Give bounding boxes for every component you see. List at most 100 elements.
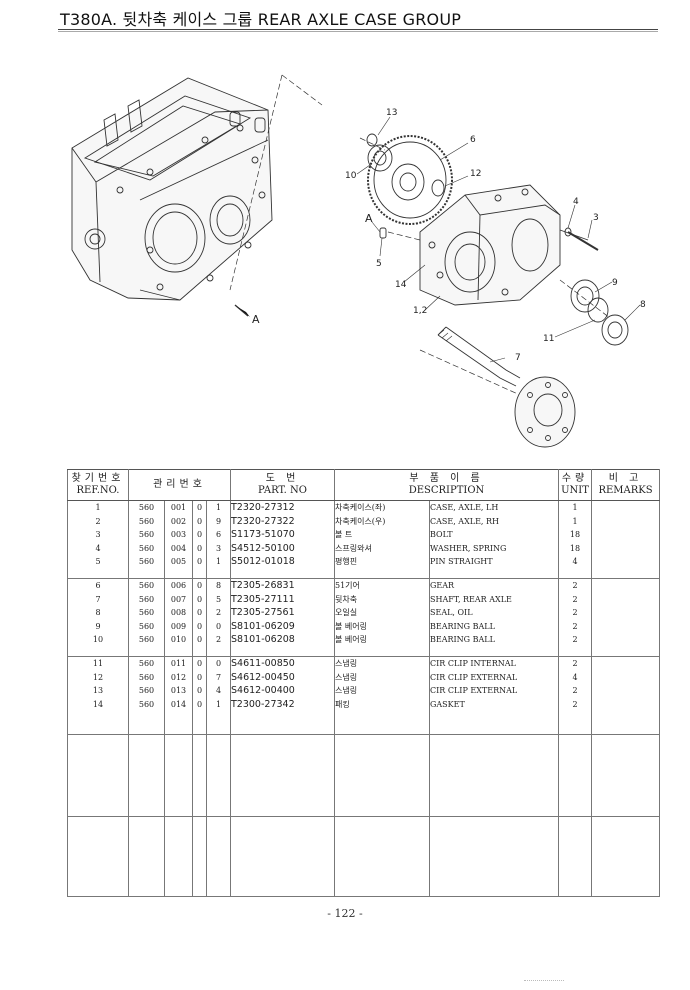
column-part bbox=[230, 734, 335, 817]
table-cell: 8 bbox=[95, 608, 101, 618]
table-cell: 오일실 bbox=[335, 608, 358, 618]
column-m1 bbox=[128, 734, 165, 817]
table-cell: GASKET bbox=[430, 699, 465, 709]
column-unit bbox=[558, 734, 593, 817]
callout-11: 11 bbox=[543, 334, 554, 344]
parts-group bbox=[67, 734, 661, 817]
table-cell: 008 bbox=[170, 608, 187, 618]
scan-artifact bbox=[524, 980, 564, 985]
table-cell: 0 bbox=[196, 686, 203, 696]
column-kr bbox=[334, 734, 430, 817]
callout-6: 6 bbox=[470, 135, 476, 145]
table-cell: 5 bbox=[95, 557, 101, 567]
table-cell: 013 bbox=[170, 686, 187, 696]
table-cell: 4 bbox=[572, 672, 578, 682]
table-cell: S4612-00400 bbox=[231, 685, 295, 697]
table-cell: SHAFT, REAR AXLE bbox=[430, 594, 512, 604]
table-cell: 스프링와셔 bbox=[335, 543, 372, 553]
table-cell: 1 bbox=[215, 557, 222, 567]
table-cell: 001 bbox=[170, 503, 187, 512]
table-cell: 0 bbox=[196, 543, 203, 553]
table-cell: 0 bbox=[196, 503, 203, 512]
callout-a-left: A bbox=[252, 313, 260, 326]
table-cell: 560 bbox=[138, 543, 155, 553]
table-cell: 0 bbox=[196, 621, 203, 631]
table-cell: 0 bbox=[196, 530, 203, 540]
table-cell: 평행핀 bbox=[335, 557, 358, 567]
table-cell: 560 bbox=[138, 581, 155, 590]
table-cell: T2305-27561 bbox=[231, 607, 295, 619]
table-cell: 009 bbox=[170, 621, 187, 631]
table-cell: S4512-50100 bbox=[231, 542, 295, 554]
column-remarks bbox=[591, 734, 661, 817]
table-cell: 1 bbox=[215, 503, 222, 512]
column-m2 bbox=[164, 734, 193, 817]
column-unit bbox=[558, 816, 593, 897]
table-cell: 005 bbox=[170, 557, 187, 567]
table-cell: BOLT bbox=[430, 530, 453, 540]
table-cell: 007 bbox=[170, 594, 187, 604]
table-cell: 004 bbox=[170, 543, 187, 553]
table-cell: 2 bbox=[572, 686, 578, 696]
exploded-parts-diagram: 13 6 12 10 A 4 3 5 14 9 8 1,2 11 7 A bbox=[71, 74, 646, 448]
column-m4 bbox=[206, 734, 231, 817]
column-desc bbox=[428, 734, 560, 817]
table-cell: T2320-27322 bbox=[231, 515, 295, 527]
table-cell: CIR CLIP INTERNAL bbox=[430, 659, 516, 668]
table-cell: 1 bbox=[572, 503, 578, 512]
callout-7: 7 bbox=[515, 353, 521, 363]
table-cell: 5 bbox=[215, 594, 222, 604]
callout-12: 12 bbox=[470, 169, 481, 179]
table-cell: 2 bbox=[572, 581, 578, 590]
table-cell: BEARING BALL bbox=[430, 635, 495, 645]
table-cell: 6 bbox=[215, 530, 222, 540]
column-remarks bbox=[591, 500, 661, 579]
table-cell: 0 bbox=[196, 659, 203, 668]
table-cell: 6 bbox=[95, 581, 101, 590]
callout-9: 9 bbox=[612, 278, 618, 288]
table-cell: 18 bbox=[569, 543, 581, 553]
table-cell: 볼 베어링 bbox=[335, 621, 367, 631]
table-cell: 0 bbox=[196, 557, 203, 567]
column-ref bbox=[67, 816, 129, 897]
column-remarks bbox=[591, 578, 661, 657]
table-cell: 2 bbox=[572, 635, 578, 645]
table-cell: 0 bbox=[196, 516, 203, 526]
column-ref bbox=[67, 734, 129, 817]
parts-group bbox=[67, 816, 661, 897]
table-cell: 010 bbox=[170, 635, 187, 645]
callout-3: 3 bbox=[593, 213, 599, 223]
table-cell: 560 bbox=[138, 516, 155, 526]
table-cell: T2305-26831 bbox=[231, 580, 295, 591]
column-remarks bbox=[591, 816, 661, 897]
table-cell: S1173-51070 bbox=[231, 529, 295, 541]
table-cell: 2 bbox=[572, 608, 578, 618]
title-rule-secondary bbox=[58, 31, 658, 32]
column-m3: 0 0 0 0 0 bbox=[192, 500, 207, 579]
table-cell: 0 bbox=[196, 635, 203, 645]
table-cell: 560 bbox=[138, 608, 155, 618]
table-cell: 12 bbox=[92, 672, 104, 682]
table-cell: 1 bbox=[95, 503, 101, 512]
table-cell: 2 bbox=[572, 594, 578, 604]
title-rule bbox=[58, 29, 658, 30]
table-cell: 2 bbox=[572, 699, 578, 709]
